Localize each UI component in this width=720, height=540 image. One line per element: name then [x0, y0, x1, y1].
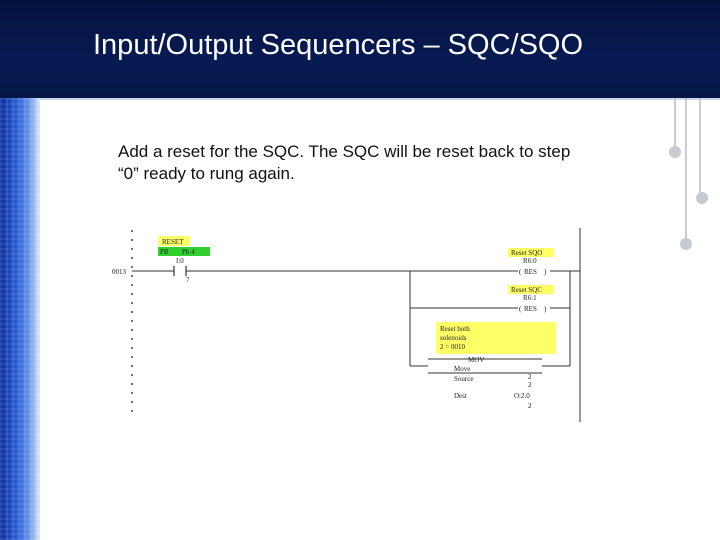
left-decorative-strip	[0, 98, 40, 540]
mov-mnemonic: MOV	[468, 356, 484, 364]
move-comment-line-3: 2 = 0010	[440, 343, 465, 351]
reset1-address: R6:0	[523, 257, 537, 265]
move-comment-box	[436, 322, 556, 354]
title-bar: Input/Output Sequencers – SQC/SQO	[0, 0, 720, 100]
mov-dest-label: Dest	[454, 392, 467, 400]
slide-title: Input/Output Sequencers – SQC/SQO	[93, 29, 584, 61]
reset2-coil-right: )	[544, 305, 547, 313]
connector-dot-3	[680, 238, 692, 250]
reset2-coil-left: (	[519, 305, 522, 313]
reset2-comment: Reset SQC	[511, 286, 542, 294]
body-line-1: Add a reset for the SQC. The SQC will be…	[118, 142, 571, 161]
mov-dest-value-2: 2	[528, 402, 532, 410]
contact-comment: RESET	[162, 238, 184, 246]
move-comment-line-1: Reset both	[440, 325, 470, 333]
mov-name: Move	[454, 365, 470, 373]
reset1-comment: Reset SQO	[511, 249, 542, 257]
slide-body: Add a reset for the SQC. The SQC will be…	[118, 141, 638, 185]
connector-dot-1	[669, 146, 681, 158]
reset1-coil-right: )	[544, 268, 547, 276]
contact-bit: 7	[186, 276, 190, 284]
reset1-comment-box	[508, 248, 554, 257]
reset2-address: R6:1	[523, 294, 537, 302]
reset2-comment-box	[508, 285, 554, 294]
body-line-2: “0” ready to rung again.	[118, 164, 295, 183]
rung-number: 0013	[112, 268, 127, 276]
reset2-label: RES	[524, 305, 537, 313]
contact-address: I:0	[176, 257, 184, 265]
contact-comment-box	[158, 236, 190, 246]
ladder-diagram: 0013 RESET PB Pb 4 I:0 7 Reset SQO R6:0 …	[112, 228, 581, 422]
mov-dest-value: O:2.0	[514, 392, 530, 400]
mov-source-value: 2	[528, 373, 532, 381]
reset1-label: RES	[524, 268, 537, 276]
contact-tag-left: PB	[160, 248, 169, 256]
reset1-coil-left: (	[519, 268, 522, 276]
contact-tag-box	[158, 247, 210, 256]
mov-source-value-2: 2	[528, 381, 532, 389]
connector-dot-2	[696, 192, 708, 204]
mov-source-label: Source	[454, 375, 473, 383]
contact-tag-right: Pb 4	[182, 248, 195, 256]
move-comment-line-2: solenoids	[440, 334, 467, 342]
